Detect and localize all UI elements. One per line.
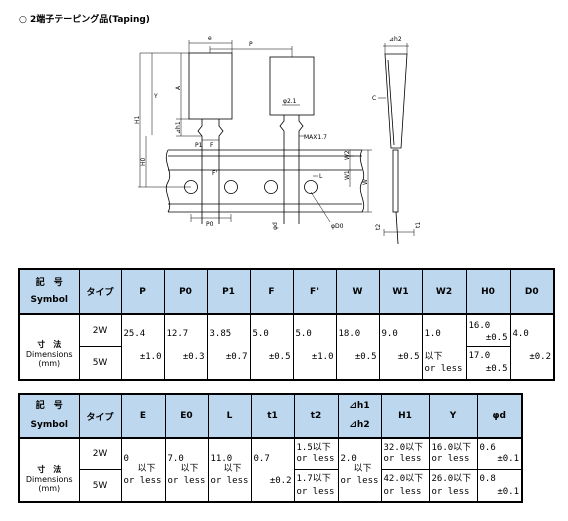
header-H0: H0: [465, 268, 511, 315]
label-H0: H0: [140, 157, 147, 166]
header-W: W: [335, 268, 380, 315]
cell-H0-2w: 16.0±0.5: [465, 313, 511, 347]
sprocket-hole: [224, 180, 238, 194]
label-phi-d: φd: [272, 222, 279, 230]
label-P0: P0: [206, 221, 214, 228]
section-heading: ○ 2端子テーピング品(Taping): [19, 15, 150, 25]
cell-phi-d-2w: 0.6±0.1: [476, 437, 523, 470]
label-dh2: ⊿h2: [389, 36, 402, 43]
label-W2: W2: [344, 150, 351, 160]
label-A: A: [175, 85, 182, 90]
label-C: C: [372, 95, 376, 102]
label-e: e: [208, 35, 212, 42]
component-1-lead-left: [197, 119, 203, 224]
header-P1: P1: [206, 268, 251, 315]
label-P1: P1: [195, 142, 203, 149]
header-L: L: [207, 393, 252, 439]
dimension-lines: [138, 40, 415, 236]
header-phi-d: φd: [476, 393, 523, 439]
header-P0: P0: [163, 268, 208, 315]
header-H1: H1: [380, 393, 430, 439]
label-t1: t1: [415, 222, 422, 228]
cell-P0: 12.7±0.3: [163, 313, 208, 381]
cell-W: 18.0±0.5: [335, 313, 380, 381]
cell-D0: 4.0±0.2: [509, 313, 555, 381]
component-body-2: [269, 56, 315, 116]
header-F-prime: F': [292, 268, 337, 315]
header-D0: D0: [509, 268, 555, 315]
label-phi-D0: φD0: [331, 223, 344, 230]
header-W2: W2: [421, 268, 467, 315]
label-L: L: [319, 173, 323, 180]
label-F: F: [210, 142, 214, 149]
taping-drawing: e P Y A H1 H0 ⊿h1 P1 F F' P0 φd φD0 L W2…: [134, 35, 422, 245]
sprocket-hole: [264, 180, 278, 194]
header-Y: Y: [428, 393, 478, 439]
cell-P1: 3.85±0.7: [206, 313, 251, 381]
type-5w: 5W: [78, 469, 122, 503]
component-2-lead-left: [279, 115, 285, 224]
header-F: F: [249, 268, 294, 315]
label-max-1-7: MAX1.7: [304, 134, 327, 141]
header-dh: ⊿h1⊿h2: [337, 393, 382, 439]
cell-H0-5w: 17.0±0.5: [465, 346, 511, 381]
component-1-lead-right: [218, 119, 224, 224]
cell-P: 25.4±1.0: [120, 313, 165, 381]
header-t2: t2: [293, 393, 339, 439]
cell-F: 5.0±0.5: [249, 313, 294, 381]
label-F-prime: F': [212, 170, 217, 177]
label-Y: Y: [153, 93, 158, 100]
sprocket-hole: [304, 180, 318, 194]
type-5w: 5W: [78, 346, 122, 381]
label-W1: W1: [344, 170, 351, 180]
label-dh1: ⊿h1: [175, 121, 182, 134]
header-P: P: [120, 268, 165, 315]
side-view: [384, 53, 408, 245]
header-W1: W1: [378, 268, 423, 315]
component-2-lead-right: [298, 115, 304, 224]
cell-W1: 9.0±0.5: [378, 313, 423, 381]
type-2w: 2W: [78, 313, 122, 347]
cell-t1: 0.7±0.2: [250, 437, 295, 503]
label-H1: H1: [134, 115, 141, 124]
cell-F-prime: 5.0±1.0: [292, 313, 337, 381]
type-2w: 2W: [78, 437, 122, 470]
header-E: E: [120, 393, 166, 439]
header-type: タイプ: [78, 268, 122, 315]
header-E0: E0: [164, 393, 209, 439]
label-P: P: [249, 41, 253, 48]
cell-phi-d-5w: 0.8±0.1: [476, 469, 523, 503]
label-t2: t2: [375, 224, 382, 230]
component-body-1: [188, 52, 233, 120]
label-W: W: [362, 179, 369, 185]
label-phi-2-1: φ2.1: [283, 98, 297, 105]
header-t1: t1: [250, 393, 295, 439]
carrier-tape: [165, 149, 365, 213]
header-type: タイプ: [78, 393, 122, 439]
